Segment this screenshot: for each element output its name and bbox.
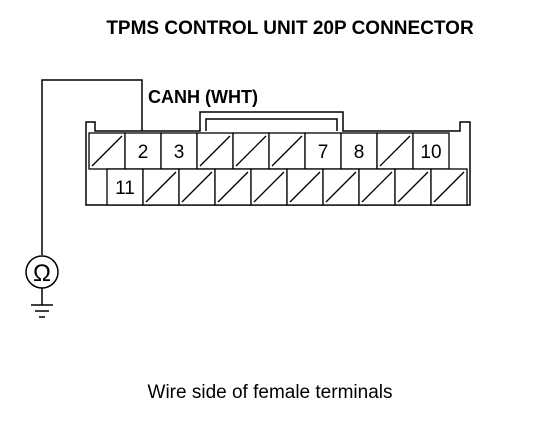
pin-cell-box: [106, 168, 144, 206]
bottom-row-empty-cavity-9: [394, 168, 432, 206]
pin-11: 11: [106, 168, 144, 206]
bottom-row-empty-cavity-4: [214, 168, 252, 206]
empty-cavity-slash: [217, 171, 249, 203]
pin-cell-box: [160, 132, 198, 170]
bottom-row-empty-cavity-7: [322, 168, 360, 206]
pin-number-label: 8: [354, 142, 365, 163]
empty-cavity-slash: [91, 135, 123, 167]
wire-label-canh: CANH (WHT): [148, 87, 258, 107]
empty-cavity-slash: [397, 171, 429, 203]
ohmmeter-icon: Ω: [25, 255, 59, 289]
empty-cavity-slash: [433, 171, 465, 203]
top-row-empty-cavity-1: [88, 132, 126, 170]
pin-number-label: 3: [174, 142, 185, 163]
empty-cavity-slash: [289, 171, 321, 203]
empty-cavity-slash: [253, 171, 285, 203]
empty-cavity-slash: [235, 135, 267, 167]
pin-number-label: 2: [138, 142, 149, 163]
pin-8: 8: [340, 132, 378, 170]
ohm-symbol: Ω: [33, 260, 51, 287]
top-row-empty-cavity-6: [268, 132, 306, 170]
ground-icon: [31, 288, 53, 318]
bottom-row-empty-cavity-6: [286, 168, 324, 206]
pin-number-label: 11: [115, 178, 135, 199]
bottom-row-empty-cavity-2: [142, 168, 180, 206]
pin-10: 10: [412, 132, 450, 170]
empty-cavity-slash: [325, 171, 357, 203]
diagram-title: TPMS CONTROL UNIT 20P CONNECTOR: [106, 18, 474, 39]
pin-cell-box: [340, 132, 378, 170]
pin-2: 2: [124, 132, 162, 170]
top-row-empty-cavity-4: [196, 132, 234, 170]
pin-3: 3: [160, 132, 198, 170]
bottom-row-empty-cavity-10: [430, 168, 468, 206]
connector-bottom-row: 11: [106, 168, 468, 206]
empty-cavity-slash: [145, 171, 177, 203]
diagram-caption: Wire side of female terminals: [148, 382, 393, 403]
bottom-row-empty-cavity-3: [178, 168, 216, 206]
connector-top-row: 2 3 7 8 10: [88, 132, 450, 170]
empty-cavity-slash: [199, 135, 231, 167]
test-lead-wire: [41, 79, 143, 255]
pin-cell-box: [412, 132, 450, 170]
top-row-empty-cavity-9: [376, 132, 414, 170]
bottom-row-empty-cavity-5: [250, 168, 288, 206]
empty-cavity-slash: [361, 171, 393, 203]
pin-number-label: 10: [420, 142, 441, 163]
bottom-row-empty-cavity-8: [358, 168, 396, 206]
pin-number-label: 7: [318, 142, 329, 163]
empty-cavity-slash: [379, 135, 411, 167]
empty-cavity-slash: [271, 135, 303, 167]
pin-7: 7: [304, 132, 342, 170]
top-row-empty-cavity-5: [232, 132, 270, 170]
empty-cavity-slash: [181, 171, 213, 203]
